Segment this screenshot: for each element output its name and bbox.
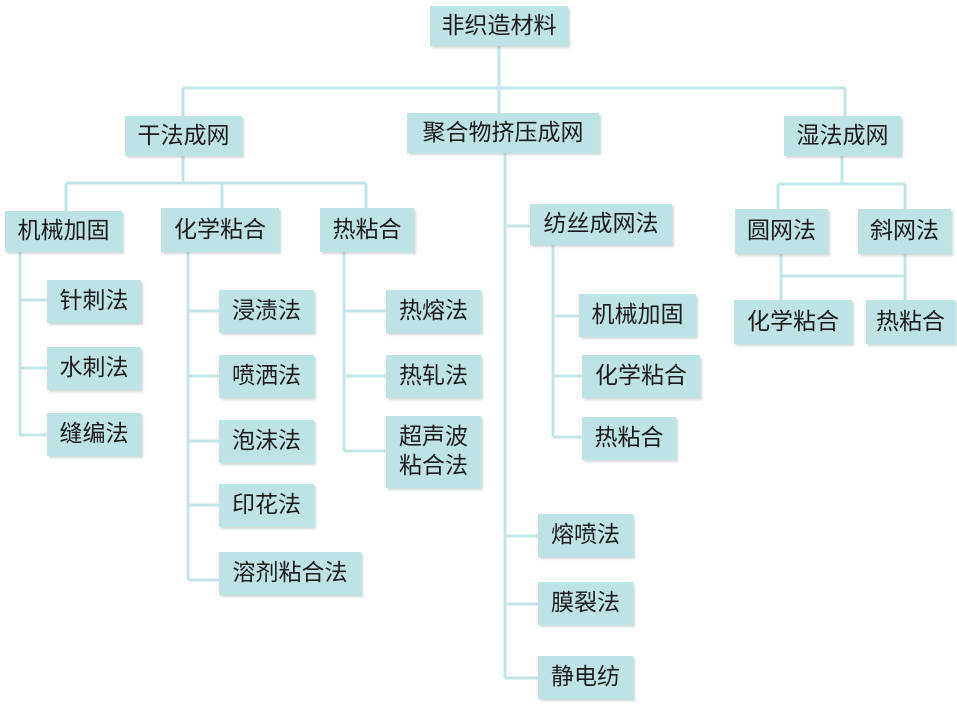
node-dry-thermal: 热粘合 bbox=[320, 208, 414, 252]
node-wet-chemical: 化学粘合 bbox=[734, 300, 852, 344]
node-spunlaid: 纺丝成网法 bbox=[530, 204, 672, 245]
node-needle-punching: 针刺法 bbox=[47, 280, 141, 323]
node-spun-mechanical: 机械加固 bbox=[579, 294, 696, 337]
node-solvent-bonding: 溶剂粘合法 bbox=[219, 552, 361, 595]
node-film-splitting: 膜裂法 bbox=[538, 582, 633, 625]
node-printing: 印花法 bbox=[219, 484, 314, 527]
node-wet-laid: 湿法成网 bbox=[784, 116, 901, 156]
node-dry-chemical: 化学粘合 bbox=[161, 208, 279, 252]
root-node: 非织造材料 bbox=[430, 6, 568, 46]
node-calendering: 热轧法 bbox=[386, 355, 481, 398]
node-ultrasonic-bonding: 超声波 粘合法 bbox=[386, 416, 481, 488]
node-electrospinning: 静电纺 bbox=[538, 656, 633, 699]
node-polymer-extrusion: 聚合物挤压成网 bbox=[407, 113, 599, 153]
node-meltblown: 熔喷法 bbox=[538, 514, 633, 557]
node-wet-thermal: 热粘合 bbox=[866, 300, 955, 344]
node-dry-mechanical: 机械加固 bbox=[5, 211, 122, 252]
node-inclined-wire: 斜网法 bbox=[858, 209, 951, 254]
node-cylinder-former: 圆网法 bbox=[735, 209, 828, 254]
node-spun-chemical: 化学粘合 bbox=[582, 355, 700, 398]
node-hydroentangling: 水刺法 bbox=[47, 347, 141, 390]
node-spraying: 喷洒法 bbox=[219, 355, 314, 398]
node-hot-melt: 热熔法 bbox=[386, 290, 481, 333]
node-foam: 泡沫法 bbox=[219, 420, 314, 463]
node-stitch-bonding: 缝编法 bbox=[47, 413, 141, 456]
node-spun-thermal: 热粘合 bbox=[582, 417, 676, 460]
node-dry-laid: 干法成网 bbox=[125, 116, 242, 156]
node-impregnation: 浸渍法 bbox=[219, 290, 314, 333]
